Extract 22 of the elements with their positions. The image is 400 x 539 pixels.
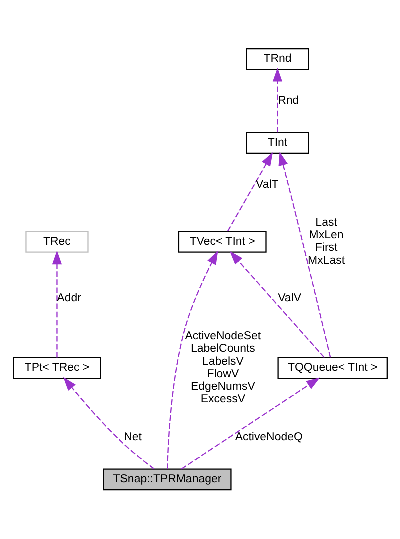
node-box: TQQueue< TInt >	[277, 357, 388, 380]
node-box: TRec	[25, 231, 88, 253]
edge-label: ActiveNodeQ	[234, 432, 302, 444]
edge-label: Last MxLen First MxLast	[308, 216, 345, 267]
arrow	[52, 250, 62, 358]
node-box: TSnap::TPRManager	[102, 468, 232, 491]
arrow	[62, 377, 154, 470]
node-box: TPt< TRec >	[12, 357, 101, 380]
arrow	[272, 68, 282, 133]
node-box: TVec< TInt >	[178, 231, 266, 253]
arrow	[166, 250, 218, 470]
node-box: TInt	[246, 132, 309, 154]
arrow	[229, 251, 324, 358]
edge-label: Net	[124, 432, 142, 444]
arrow	[278, 152, 331, 358]
edge-label: ActiveNodeSet LabelCounts LabelsV FlowV EdgeNumsV ExcessV	[184, 330, 261, 406]
edge-label: ValT	[256, 178, 278, 191]
arrow	[226, 152, 273, 232]
arrow	[180, 378, 320, 470]
edge-label: ValV	[278, 292, 301, 305]
edge-label: Rnd	[278, 95, 299, 108]
node-box: TRnd	[246, 48, 309, 70]
